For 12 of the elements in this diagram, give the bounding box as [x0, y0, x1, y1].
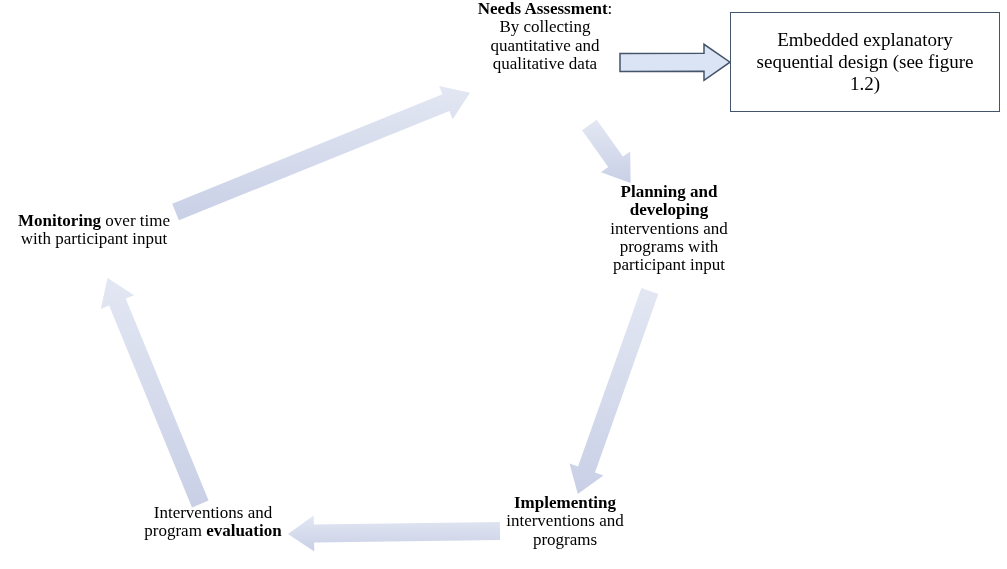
step-text: Planning and developing interventions and programs with participant input [596, 183, 742, 291]
process-box: Embedded explanatory sequential design (see figure 1.2) [730, 12, 1000, 112]
block-arrow [619, 42, 732, 82]
block-arrow [582, 119, 631, 183]
block-arrow [288, 515, 501, 552]
step-text: Monitoring over time with participant input [4, 212, 184, 278]
block-arrow [569, 288, 659, 494]
block-arrow [172, 85, 470, 221]
step-text: Interventions and program evaluation [138, 504, 288, 566]
step-text: Needs Assessment: By collecting quantitative and qualitative data [470, 0, 620, 125]
step-text: Implementing interventions and programs [500, 494, 630, 566]
block-arrow [100, 278, 209, 508]
